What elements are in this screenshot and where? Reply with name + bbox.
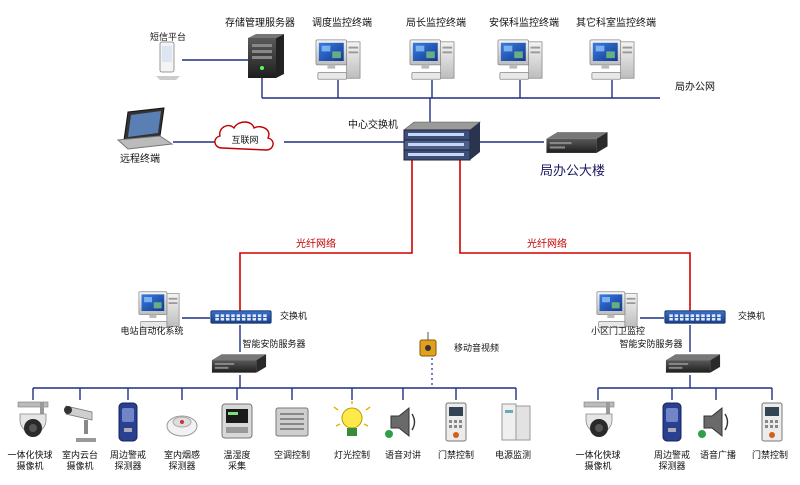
internet-label: 互联网 xyxy=(231,136,259,146)
right-switch-label: 交换机 xyxy=(738,312,766,322)
dome-camera-icon xyxy=(17,401,49,438)
cloud-icon xyxy=(214,121,274,151)
security-dept-terminal-label: 安保科监控终端 xyxy=(489,18,559,29)
indoor-ptz-camera-icon xyxy=(63,405,97,443)
device-label: 电源监测 xyxy=(494,451,532,461)
right-server-icon xyxy=(665,354,721,373)
broadcast-speaker-icon xyxy=(697,407,729,439)
dispatch-terminal-label: 调度监控终端 xyxy=(312,18,372,29)
device-label: 周边警戒探测器 xyxy=(653,451,691,472)
office-building-server-icon xyxy=(546,132,608,153)
intercom-icon xyxy=(384,407,416,439)
mobile-av-label: 移动音视频 xyxy=(454,344,500,354)
left-server-icon xyxy=(211,354,267,373)
right-site-bus xyxy=(597,317,773,400)
fiber-network-right-label: 光纤网络 xyxy=(527,239,567,250)
storage-server-label: 存储管理服务器 xyxy=(225,18,295,29)
right-access-control-icon xyxy=(761,402,783,442)
security-dept-terminal-icon xyxy=(497,39,543,80)
fiber-network-left-label: 光纤网络 xyxy=(296,239,336,250)
mobile-av-icon xyxy=(419,332,437,357)
device-label: 空调控制 xyxy=(273,451,311,461)
laptop-icon xyxy=(116,107,174,150)
light-control-icon xyxy=(333,400,371,437)
device-label: 室内云台摄像机 xyxy=(61,451,99,472)
left-switch-label: 交换机 xyxy=(280,312,308,322)
sms-platform-label: 短信平台 xyxy=(149,33,187,43)
other-dept-terminal-icon xyxy=(589,39,635,80)
aircon-control-icon xyxy=(275,407,309,437)
device-label: 语音广播 xyxy=(699,451,737,461)
core-switch-icon xyxy=(403,121,481,161)
left-site-bus xyxy=(32,317,517,400)
right-pc-label: 小区门卫监控 xyxy=(590,327,646,337)
device-label: 一体化快球摄像机 xyxy=(575,451,621,472)
office-network-label: 局办公网 xyxy=(675,82,715,93)
sms-platform-icon xyxy=(156,41,180,80)
right-perimeter-detector-icon xyxy=(662,402,682,442)
fiber-lines xyxy=(239,160,691,312)
left-server-label: 智能安防服务器 xyxy=(242,340,306,350)
right-dome-camera-icon xyxy=(583,401,615,438)
dispatch-terminal-icon xyxy=(315,39,361,80)
device-label: 周边警戒探测器 xyxy=(109,451,147,472)
remote-terminal-label: 远程终端 xyxy=(120,154,160,165)
left-pc-label: 电站自动化系统 xyxy=(120,327,184,337)
device-label: 语音对讲 xyxy=(384,451,422,461)
office-building-label: 局办公大楼 xyxy=(540,164,606,179)
smoke-detector-icon xyxy=(166,415,198,437)
left-pc-icon xyxy=(138,291,180,329)
perimeter-detector-icon xyxy=(118,402,138,442)
other-dept-terminal-label: 其它科室监控终端 xyxy=(576,18,656,29)
power-monitor-icon xyxy=(501,403,531,441)
device-label: 门禁控制 xyxy=(751,451,789,461)
director-terminal-icon xyxy=(409,39,455,80)
left-switch-icon xyxy=(210,310,272,324)
right-server-label: 智能安防服务器 xyxy=(619,340,683,350)
device-label: 温湿度采集 xyxy=(223,451,251,472)
device-label: 门禁控制 xyxy=(437,451,475,461)
device-label: 一体化快球摄像机 xyxy=(7,451,53,472)
office-network-lines xyxy=(173,59,660,143)
temperature-humidity-icon xyxy=(221,403,253,439)
storage-server-icon xyxy=(248,34,284,78)
device-label: 室内烟感探测器 xyxy=(163,451,201,472)
director-terminal-label: 局长监控终端 xyxy=(406,18,466,29)
core-switch-label: 中心交换机 xyxy=(348,120,398,131)
device-label: 灯光控制 xyxy=(333,451,371,461)
access-control-icon xyxy=(445,402,467,442)
right-pc-icon xyxy=(596,291,638,329)
right-switch-icon xyxy=(664,310,726,324)
